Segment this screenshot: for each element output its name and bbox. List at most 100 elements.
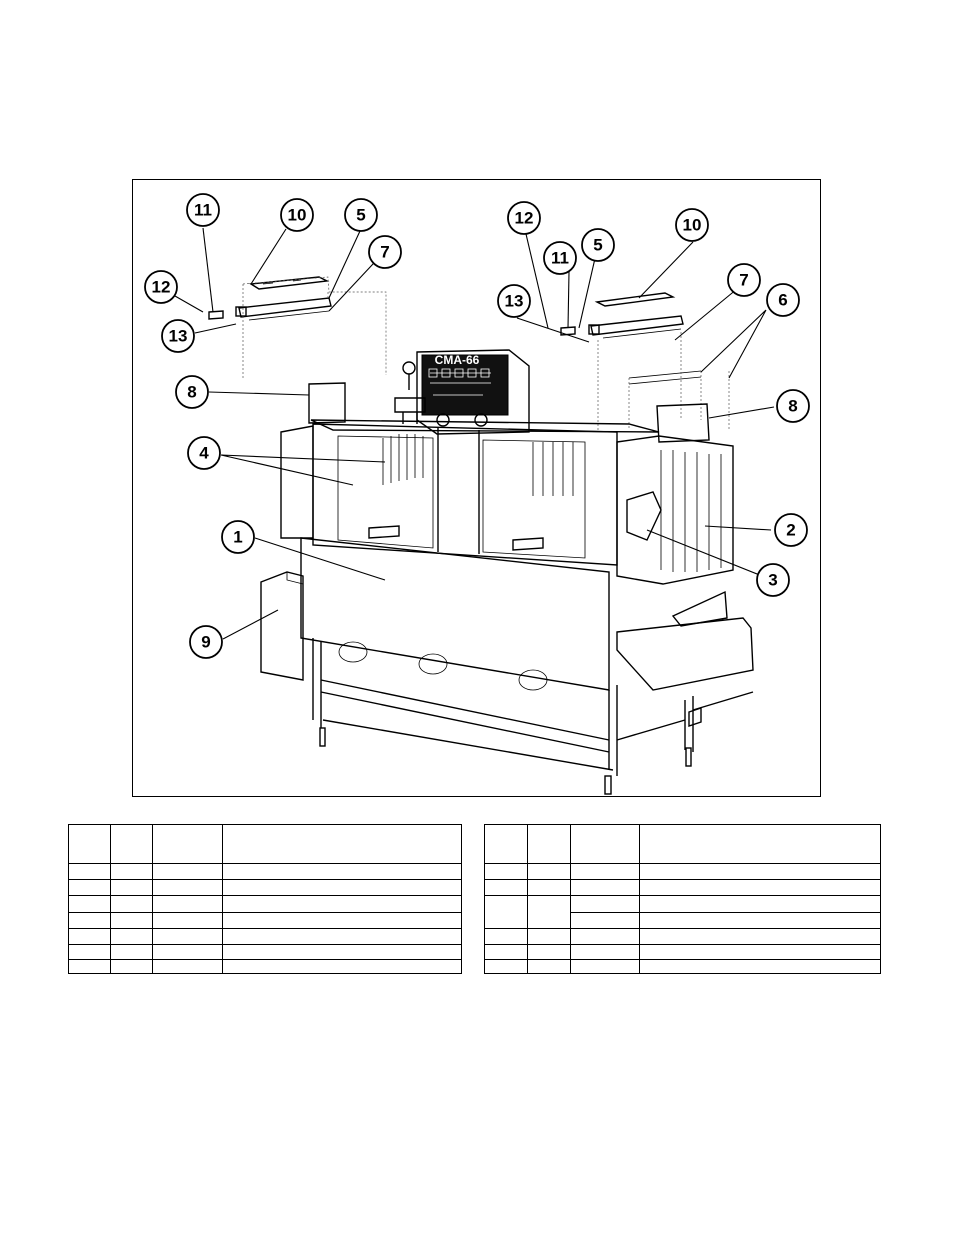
- svg-text:5: 5: [593, 236, 602, 255]
- table-cell: [152, 959, 223, 974]
- table-cell-merged: [527, 895, 571, 929]
- svg-text:11: 11: [194, 201, 212, 220]
- callout-12-left: 12: [144, 270, 178, 304]
- svg-text:2: 2: [786, 521, 795, 540]
- callout-2: 2: [774, 513, 808, 547]
- table-cell: [484, 944, 528, 960]
- table-cell: [484, 879, 528, 896]
- table-cell: [110, 944, 153, 960]
- table-cell: [639, 944, 881, 960]
- header-cell: [222, 824, 462, 864]
- header-cell: [639, 824, 881, 864]
- svg-text:13: 13: [169, 327, 188, 346]
- table-row: [484, 928, 881, 945]
- table-cell: [222, 895, 462, 913]
- table-cell: [484, 863, 528, 880]
- table-row: [484, 879, 881, 896]
- table-cell: [68, 928, 111, 945]
- dishwasher-illustration: CMA-66: [144, 193, 810, 795]
- table-row: [484, 959, 881, 974]
- callout-9: 9: [189, 625, 223, 659]
- table-cell: [484, 959, 528, 974]
- svg-text:3: 3: [768, 571, 777, 590]
- table-row: [68, 912, 462, 929]
- table-row: [68, 879, 462, 896]
- table-cell: [527, 959, 571, 974]
- table-cell: [527, 863, 571, 880]
- table-cell: [570, 912, 640, 929]
- callout-13-left: 13: [161, 319, 195, 353]
- svg-text:1: 1: [233, 528, 242, 547]
- svg-text:12: 12: [152, 278, 171, 297]
- table-cell: [110, 912, 153, 929]
- table-cell: [527, 879, 571, 896]
- svg-text:7: 7: [380, 243, 389, 262]
- table-cell: [639, 928, 881, 945]
- header-cell: [152, 824, 223, 864]
- svg-text:8: 8: [187, 383, 196, 402]
- table-cell: [570, 863, 640, 880]
- table-cell: [639, 959, 881, 974]
- callout-4: 4: [187, 436, 221, 470]
- table-cell: [152, 863, 223, 880]
- table-cell: [68, 912, 111, 929]
- table-cell: [570, 928, 640, 945]
- callout-5-left: 5: [344, 198, 378, 232]
- table-row: [484, 895, 881, 929]
- table-cell: [110, 959, 153, 974]
- svg-text:7: 7: [739, 271, 748, 290]
- table-cell: [570, 959, 640, 974]
- table-row: [68, 959, 462, 974]
- svg-text:8: 8: [788, 397, 797, 416]
- table-cell: [110, 879, 153, 896]
- table-cell: [222, 879, 462, 896]
- header-cell: [484, 824, 528, 864]
- table-cell: [152, 928, 223, 945]
- svg-text:11: 11: [551, 249, 569, 268]
- callout-10-right: 10: [675, 208, 709, 242]
- callout-13-right: 13: [497, 284, 531, 318]
- callout-8-left: 8: [175, 375, 209, 409]
- table-cell: [639, 863, 881, 880]
- table-cell: [222, 944, 462, 960]
- table-cell: [570, 879, 640, 896]
- table-header-row: [484, 824, 881, 864]
- parts-table-right: [484, 824, 881, 974]
- table-cell: [152, 879, 223, 896]
- table-cell-merged: [484, 895, 528, 929]
- table-row: [68, 895, 462, 913]
- svg-text:9: 9: [201, 633, 210, 652]
- callout-12-right: 12: [507, 201, 541, 235]
- table-cell: [152, 912, 223, 929]
- header-cell: [570, 824, 640, 864]
- table-cell: [222, 928, 462, 945]
- callout-10-left: 10: [280, 198, 314, 232]
- table-cell: [639, 895, 881, 913]
- table-row: [68, 944, 462, 960]
- callout-7-left: 7: [368, 235, 402, 269]
- parts-table-left: [68, 824, 462, 974]
- header-cell: [68, 824, 111, 864]
- table-cell: [484, 928, 528, 945]
- svg-text:13: 13: [505, 292, 524, 311]
- table-cell: [68, 879, 111, 896]
- table-cell: [639, 912, 881, 929]
- model-label: CMA-66: [435, 353, 480, 367]
- svg-text:6: 6: [778, 291, 787, 310]
- callout-1: 1: [221, 520, 255, 554]
- table-cell: [110, 928, 153, 945]
- table-row: [68, 928, 462, 945]
- table-cell: [570, 895, 640, 913]
- callout-3: 3: [756, 563, 790, 597]
- svg-text:5: 5: [356, 206, 365, 225]
- table-cell: [222, 863, 462, 880]
- control-box: CMA-66: [394, 349, 530, 435]
- table-cell: [110, 895, 153, 913]
- callout-7-right: 7: [727, 263, 761, 297]
- table-cell: [222, 959, 462, 974]
- table-cell: [68, 944, 111, 960]
- callout-11-right: 11: [543, 241, 577, 275]
- machine-body: [260, 382, 754, 795]
- table-row: [484, 863, 881, 880]
- table-cell: [152, 944, 223, 960]
